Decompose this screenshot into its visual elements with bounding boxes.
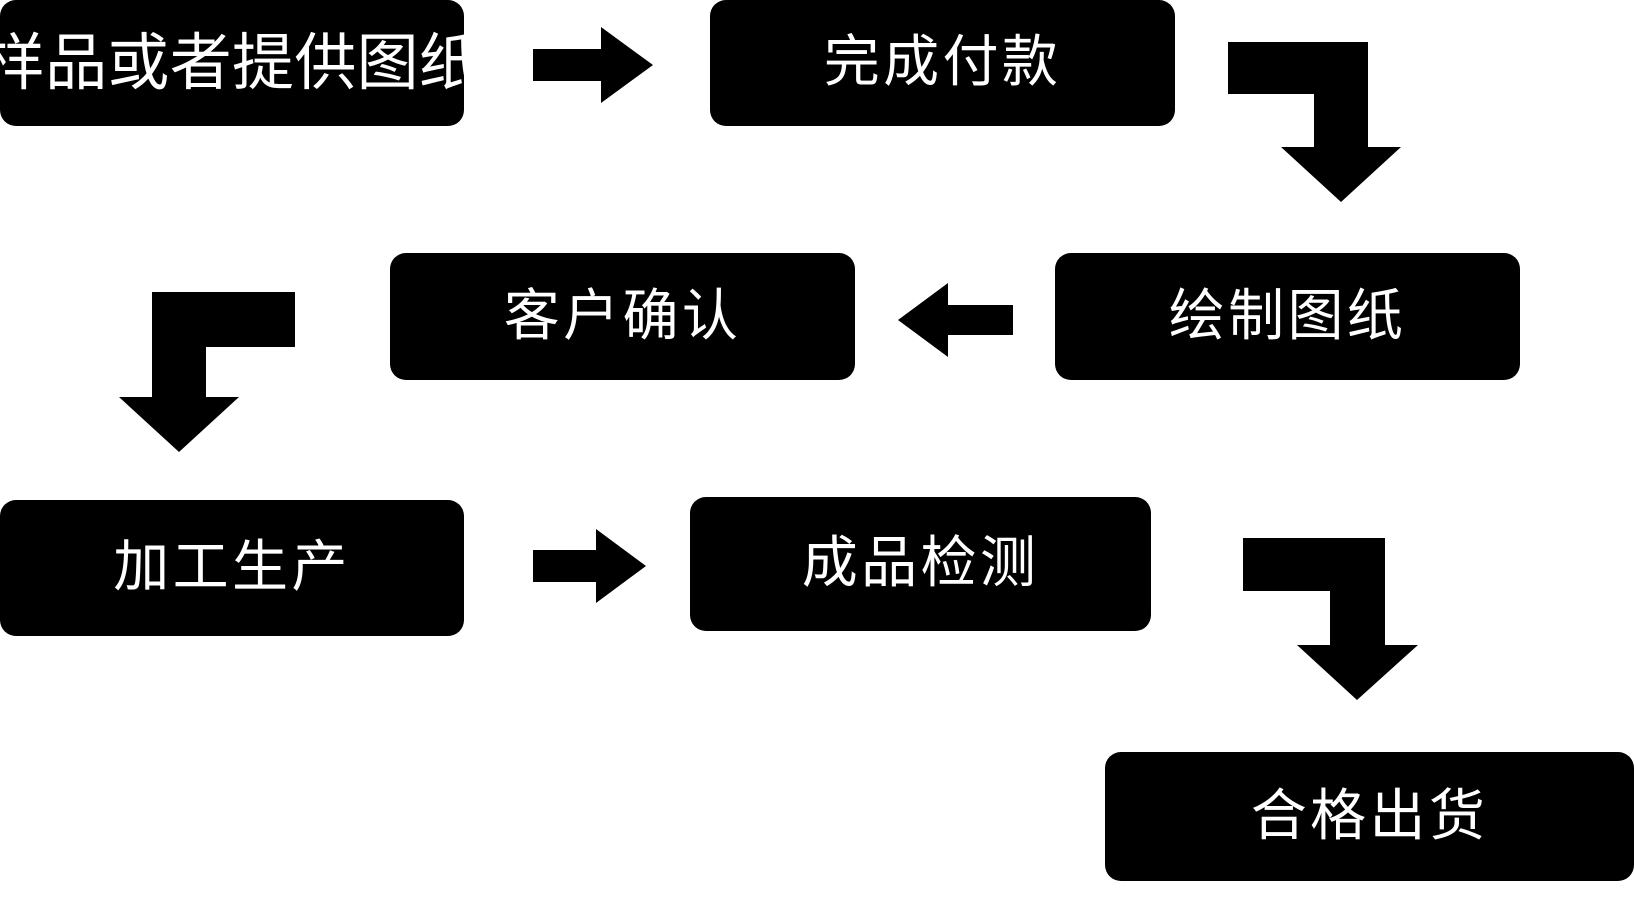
- elbow-left-down-arrow-icon: [115, 292, 295, 452]
- left-arrow-icon: [898, 281, 1013, 359]
- right-arrow-icon: [533, 25, 653, 105]
- flow-node-label: 绘制图纸: [1168, 283, 1407, 349]
- flow-node-label: 客户确认: [503, 283, 742, 349]
- flow-node-label: 合格出货: [1250, 783, 1489, 849]
- elbow-right-down-arrow-icon: [1243, 538, 1418, 700]
- flow-node-sample[interactable]: 样品或者提供图纸: [0, 0, 481, 126]
- flow-node-label: 完成付款: [823, 30, 1062, 95]
- flow-node-production[interactable]: 加工生产: [0, 500, 464, 636]
- flow-node-payment[interactable]: 完成付款: [710, 0, 1175, 126]
- elbow-right-down-arrow-icon: [1228, 42, 1401, 202]
- flow-node-label: 成品检测: [801, 531, 1040, 596]
- flow-node-shipment[interactable]: 合格出货: [1105, 752, 1634, 881]
- flow-node-drawing[interactable]: 绘制图纸: [1055, 253, 1520, 380]
- flow-node-label: 加工生产: [113, 535, 351, 600]
- flow-node-confirm[interactable]: 客户确认: [390, 253, 855, 380]
- right-arrow-icon: [533, 527, 646, 605]
- flow-node-label: 样品或者提供图纸: [0, 26, 482, 99]
- flow-node-inspection[interactable]: 成品检测: [690, 497, 1151, 631]
